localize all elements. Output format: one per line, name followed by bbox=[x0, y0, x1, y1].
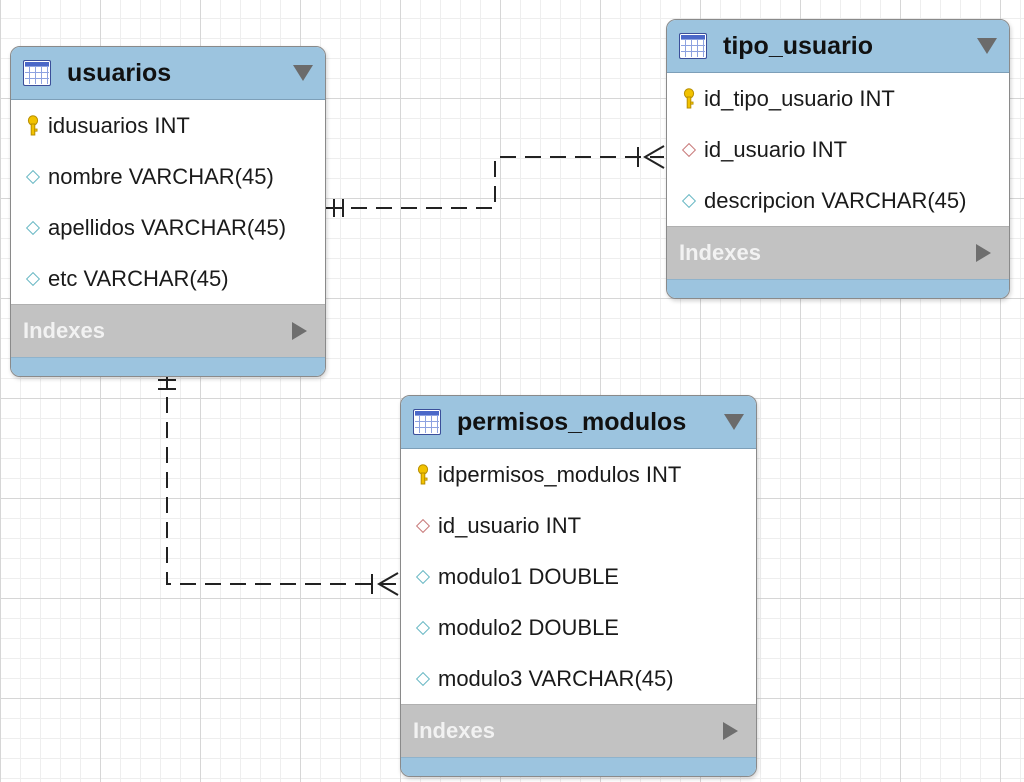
field-label: apellidos VARCHAR(45) bbox=[48, 214, 287, 240]
field-row[interactable]: descripcion VARCHAR(45) bbox=[667, 175, 1009, 226]
field-row[interactable]: id_tipo_usuario INT bbox=[667, 73, 1009, 124]
field-label: modulo2 DOUBLE bbox=[438, 614, 619, 640]
indexes-section[interactable]: Indexes bbox=[401, 704, 756, 757]
field-label: id_tipo_usuario INT bbox=[704, 85, 895, 111]
field-row[interactable]: nombre VARCHAR(45) bbox=[11, 151, 325, 202]
field-label: id_usuario INT bbox=[438, 512, 582, 538]
entity-title: permisos_modulos bbox=[457, 407, 687, 436]
field-row[interactable]: apellidos VARCHAR(45) bbox=[11, 202, 325, 253]
expand-arrow-icon[interactable] bbox=[723, 722, 738, 740]
entity-header[interactable]: permisos_modulos bbox=[401, 396, 756, 449]
indexes-label: Indexes bbox=[679, 240, 761, 265]
indexes-section[interactable]: Indexes bbox=[667, 226, 1009, 279]
field-row[interactable]: idpermisos_modulos INT bbox=[401, 449, 756, 500]
expand-arrow-icon[interactable] bbox=[976, 244, 991, 262]
crows-foot bbox=[377, 572, 399, 596]
field-label: modulo1 DOUBLE bbox=[438, 563, 619, 589]
field-row[interactable]: modulo3 VARCHAR(45) bbox=[401, 653, 756, 704]
entity-usuarios[interactable]: usuarios idusuarios INT nombre VARCHAR(4… bbox=[10, 46, 326, 377]
field-label: id_usuario INT bbox=[704, 136, 848, 162]
collapse-triangle-icon[interactable] bbox=[293, 65, 313, 81]
entity-tipo-usuario[interactable]: tipo_usuario id_tipo_usuario INT id_usua… bbox=[666, 19, 1010, 299]
column-diamond-icon bbox=[412, 617, 434, 639]
crows-foot bbox=[643, 145, 665, 169]
entity-permisos-modulos[interactable]: permisos_modulos idpermisos_modulos INT … bbox=[400, 395, 757, 777]
primary-key-icon bbox=[678, 87, 700, 110]
primary-key-icon bbox=[412, 463, 434, 486]
foreign-key-diamond-icon bbox=[678, 139, 700, 161]
column-diamond-icon bbox=[22, 268, 44, 290]
expand-arrow-icon[interactable] bbox=[292, 322, 307, 340]
field-row[interactable]: modulo2 DOUBLE bbox=[401, 602, 756, 653]
collapse-triangle-icon[interactable] bbox=[977, 38, 997, 54]
field-label: descripcion VARCHAR(45) bbox=[704, 187, 967, 213]
field-label: nombre VARCHAR(45) bbox=[48, 163, 274, 189]
primary-key-icon bbox=[22, 114, 44, 137]
field-list: idusuarios INT nombre VARCHAR(45) apelli… bbox=[11, 100, 325, 304]
foreign-key-diamond-icon bbox=[412, 515, 434, 537]
entity-header[interactable]: usuarios bbox=[11, 47, 325, 100]
entity-footer bbox=[401, 757, 756, 776]
column-diamond-icon bbox=[22, 217, 44, 239]
relationship-usuarios-tipo-usuario bbox=[326, 145, 665, 217]
table-icon bbox=[23, 60, 51, 86]
entity-footer bbox=[667, 279, 1009, 298]
indexes-section[interactable]: Indexes bbox=[11, 304, 325, 357]
entity-title: tipo_usuario bbox=[723, 31, 874, 60]
indexes-label: Indexes bbox=[23, 318, 105, 343]
field-row[interactable]: id_usuario INT bbox=[667, 124, 1009, 175]
field-row[interactable]: idusuarios INT bbox=[11, 100, 325, 151]
table-icon bbox=[413, 409, 441, 435]
field-label: idusuarios INT bbox=[48, 112, 190, 138]
entity-title: usuarios bbox=[67, 58, 172, 87]
column-diamond-icon bbox=[412, 668, 434, 690]
table-icon bbox=[679, 33, 707, 59]
column-diamond-icon bbox=[22, 166, 44, 188]
field-label: modulo3 VARCHAR(45) bbox=[438, 665, 674, 691]
relationship-usuarios-permisos-modulos bbox=[158, 372, 399, 596]
indexes-label: Indexes bbox=[413, 718, 495, 743]
field-label: idpermisos_modulos INT bbox=[438, 461, 682, 487]
field-label: etc VARCHAR(45) bbox=[48, 265, 229, 291]
column-diamond-icon bbox=[412, 566, 434, 588]
field-row[interactable]: etc VARCHAR(45) bbox=[11, 253, 325, 304]
collapse-triangle-icon[interactable] bbox=[724, 414, 744, 430]
field-list: idpermisos_modulos INT id_usuario INT mo… bbox=[401, 449, 756, 704]
field-row[interactable]: modulo1 DOUBLE bbox=[401, 551, 756, 602]
column-diamond-icon bbox=[678, 190, 700, 212]
entity-footer bbox=[11, 357, 325, 376]
entity-header[interactable]: tipo_usuario bbox=[667, 20, 1009, 73]
field-list: id_tipo_usuario INT id_usuario INT descr… bbox=[667, 73, 1009, 226]
field-row[interactable]: id_usuario INT bbox=[401, 500, 756, 551]
